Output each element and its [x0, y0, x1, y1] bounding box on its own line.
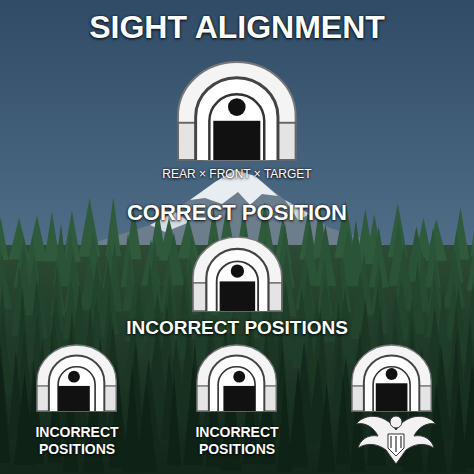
sight-picture: [37, 345, 116, 411]
position-label: INCORRECT POSITIONS: [22, 424, 132, 458]
tree: [462, 363, 474, 469]
tree: [136, 383, 157, 472]
tree: [79, 198, 101, 257]
sight-picture: [352, 345, 431, 411]
sight-picture: [193, 237, 282, 311]
title: SIGHT ALIGNMENT: [7, 8, 467, 46]
sight-caption: REAR × FRONT × TARGET: [87, 167, 387, 181]
tree: [336, 374, 351, 464]
tree: [318, 383, 336, 472]
section-heading: INCORRECT POSITIONS: [47, 317, 427, 340]
section-heading: CORRECT POSITION: [57, 200, 417, 226]
tree: [0, 360, 10, 463]
tree: [0, 218, 9, 260]
sight-picture: [178, 62, 296, 160]
tree: [167, 375, 181, 465]
eagle-seal: [356, 416, 436, 464]
tree: [425, 219, 447, 261]
tree: [106, 197, 122, 256]
tree: [288, 368, 309, 468]
sight-picture: [197, 345, 276, 411]
tree: [470, 198, 474, 256]
position-label: INCORRECT POSITIONS: [182, 424, 292, 458]
